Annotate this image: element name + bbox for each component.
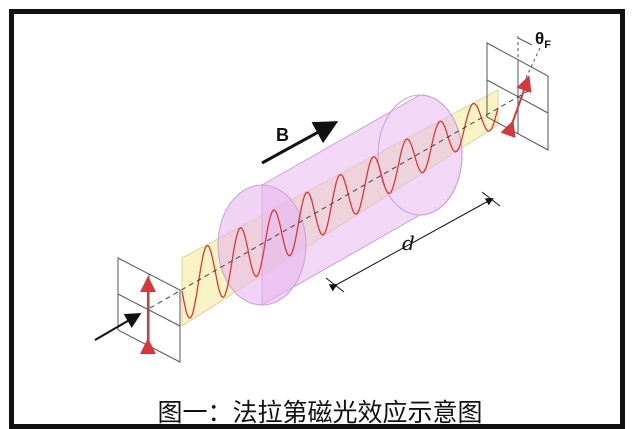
polarized-wave [181,102,499,319]
magnetic-field-arrow [261,121,339,165]
length-label: d [402,231,415,255]
magneto-optic-medium-cylinder [217,94,463,306]
length-dimension [325,191,501,293]
magnetic-field-label: B [276,125,289,145]
incident-light-arrow [94,312,142,341]
optical-axis [149,89,531,309]
figure-caption: 图一：法拉第磁光效应示意图 [157,398,483,427]
rotated-polarization-arrow [500,75,532,138]
rotation-angle-label: θF [535,29,551,51]
faraday-effect-diagram: θF B d [94,29,551,363]
